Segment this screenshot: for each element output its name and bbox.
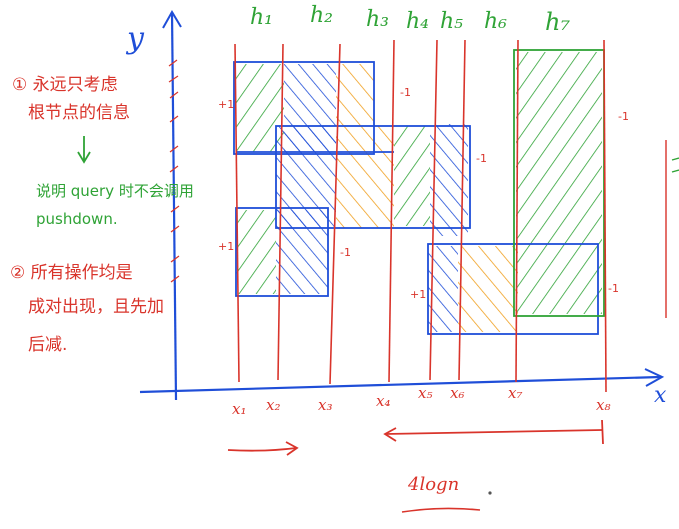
x-tick-4: x₄ [376,392,390,410]
rect-1 [233,61,375,155]
rect-4 [427,243,599,335]
note-green-line1: 说明 query 时不会调用 [36,182,194,200]
scan-direction-arrow [227,441,299,456]
hatched-regions [236,52,602,332]
complexity-label: 4logn [407,474,459,495]
rect-3 [235,207,329,297]
region-green-3 [236,210,276,294]
region-blue-4 [276,210,328,294]
region-green-tall [516,52,602,314]
rectangles [233,49,605,335]
scan-lines [234,39,607,393]
note1-line2: 根节点的信息 [28,103,130,123]
x-tick-6: x₆ [450,384,464,402]
region-orange-top [336,64,374,126]
y-axis-marks [168,59,180,283]
minus-mark-4: -1 [608,282,619,295]
rect-2 [275,125,471,229]
x-tick-1: x₁ [232,400,246,418]
x-tick-8: x₈ [596,396,610,414]
x-tick-labels: x₁ x₂ x₃ x₄ x₅ x₆ x₇ x₈ [232,384,610,418]
note2-line3: 后减. [28,335,67,355]
x-tick-5: x₅ [418,384,432,402]
x-axis-label: x [654,383,667,408]
y-axis: y [125,10,182,401]
x-axis: x [139,368,667,408]
height-label-1: h₁ [250,5,273,30]
height-label-5: h₅ [440,9,463,34]
plus-mark-2: +1 [218,240,234,253]
edge-marks: +1 -1 +1 -1 -1 +1 -1 -1 [218,86,629,301]
cursor-dot [488,491,492,495]
region-green-2 [394,126,430,226]
height-label-3: h₃ [366,7,389,32]
down-arrow-icon [77,136,91,164]
height-label-6: h₆ [484,9,507,34]
region-orange-low [458,246,518,332]
note-green-line2: pushdown. [36,210,118,228]
height-label-7: h₇ [545,8,570,36]
height-labels: h₁ h₂ h₃ h₄ h₅ h₆ h₇ [250,3,570,36]
x-tick-7: x₇ [508,384,522,402]
x-tick-3: x₃ [318,396,332,414]
minus-mark-5: -1 [618,110,629,123]
note2-line2: 成对出现，且先加 [28,297,164,317]
plus-mark-3: +1 [410,288,426,301]
region-orange-mid [336,126,394,228]
range-arrow [383,419,604,445]
height-label-2: h₂ [310,3,333,28]
y-axis-label: y [125,21,145,56]
note1-line1: ① 永远只考虑 [12,75,118,95]
rect-5 [513,49,605,317]
minus-mark-1: -1 [400,86,411,99]
plus-mark-1: +1 [218,98,234,111]
note2-line1: ② 所有操作均是 [10,263,133,283]
minus-mark-2: -1 [340,246,351,259]
notes: ① 永远只考虑 根节点的信息 说明 query 时不会调用 pushdown. … [10,75,194,355]
minus-mark-3: -1 [476,152,487,165]
height-label-4: h₄ [406,9,429,34]
right-edge-panel [665,140,679,318]
complexity-annotation: 4logn [401,474,492,513]
x-tick-2: x₂ [266,396,280,414]
